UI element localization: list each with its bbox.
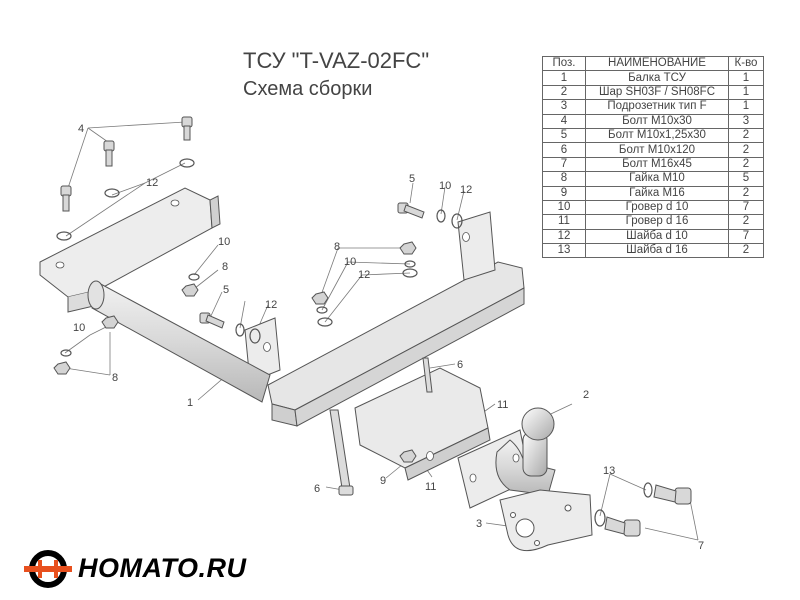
nuts — [53, 241, 417, 463]
callout-13: 13 — [603, 465, 615, 477]
part-name: Шайба d 10 — [585, 228, 729, 245]
callout-10-right: 10 — [439, 180, 451, 192]
diagram-subtitle: Схема сборки — [243, 78, 373, 100]
part-position: 13 — [542, 243, 586, 259]
homato-logo-icon — [24, 550, 72, 588]
callout-10-center: 10 — [344, 256, 356, 268]
callout-8-left: 8 — [222, 261, 228, 273]
callout-8-left-lower: 8 — [112, 372, 118, 384]
part-quantity: 2 — [728, 243, 764, 259]
part-position: 12 — [542, 228, 586, 245]
large-bolts — [604, 484, 692, 537]
long-bolts — [329, 357, 433, 496]
callout-12-left-top: 12 — [146, 177, 158, 189]
callout-5-right: 5 — [409, 173, 415, 185]
socket-bracket — [499, 489, 593, 552]
callout-9: 9 — [380, 475, 386, 487]
callout-5-left: 5 — [223, 284, 229, 296]
callout-12-right: 12 — [460, 184, 472, 196]
callout-7: 7 — [698, 540, 704, 552]
callout-6-lower: 6 — [314, 483, 320, 495]
part-name: Болт М10х30 — [585, 113, 729, 129]
short-bolts — [60, 116, 425, 329]
part-name: Шар SH03F / SH08FC — [585, 84, 729, 101]
tow-beam — [39, 187, 525, 481]
callout-2-ball: 2 — [583, 389, 589, 401]
washers — [56, 158, 653, 527]
tow-ball — [457, 407, 556, 509]
callout-1-beam: 1 — [187, 397, 193, 409]
brand-name: HOMATO.RU — [78, 553, 247, 583]
callout-12-center: 12 — [358, 269, 370, 281]
callout-3-socket: 3 — [476, 518, 482, 530]
callout-11-upper: 11 — [497, 399, 508, 411]
callout-8-center: 8 — [334, 241, 340, 253]
part-name: Шайба d 16 — [585, 243, 729, 259]
bracket-holes — [55, 199, 470, 461]
callout-6-upper: 6 — [457, 359, 463, 371]
part-quantity: 3 — [728, 113, 764, 129]
callout-10-left-lower: 10 — [73, 322, 85, 334]
callout-10-left: 10 — [218, 236, 230, 248]
part-name: Подрозетник тип F — [585, 99, 729, 115]
diagram-title: ТСУ "T-VAZ-02FC" — [243, 48, 430, 73]
callout-4: 4 — [78, 123, 84, 135]
part-name: Болт М10х120 — [585, 142, 729, 158]
callout-11-lower: 11 — [425, 481, 436, 493]
part-name: Гровер d 10 — [585, 199, 729, 216]
ball-plate-holes — [469, 453, 520, 483]
callout-12-left-bottom: 12 — [265, 299, 277, 311]
